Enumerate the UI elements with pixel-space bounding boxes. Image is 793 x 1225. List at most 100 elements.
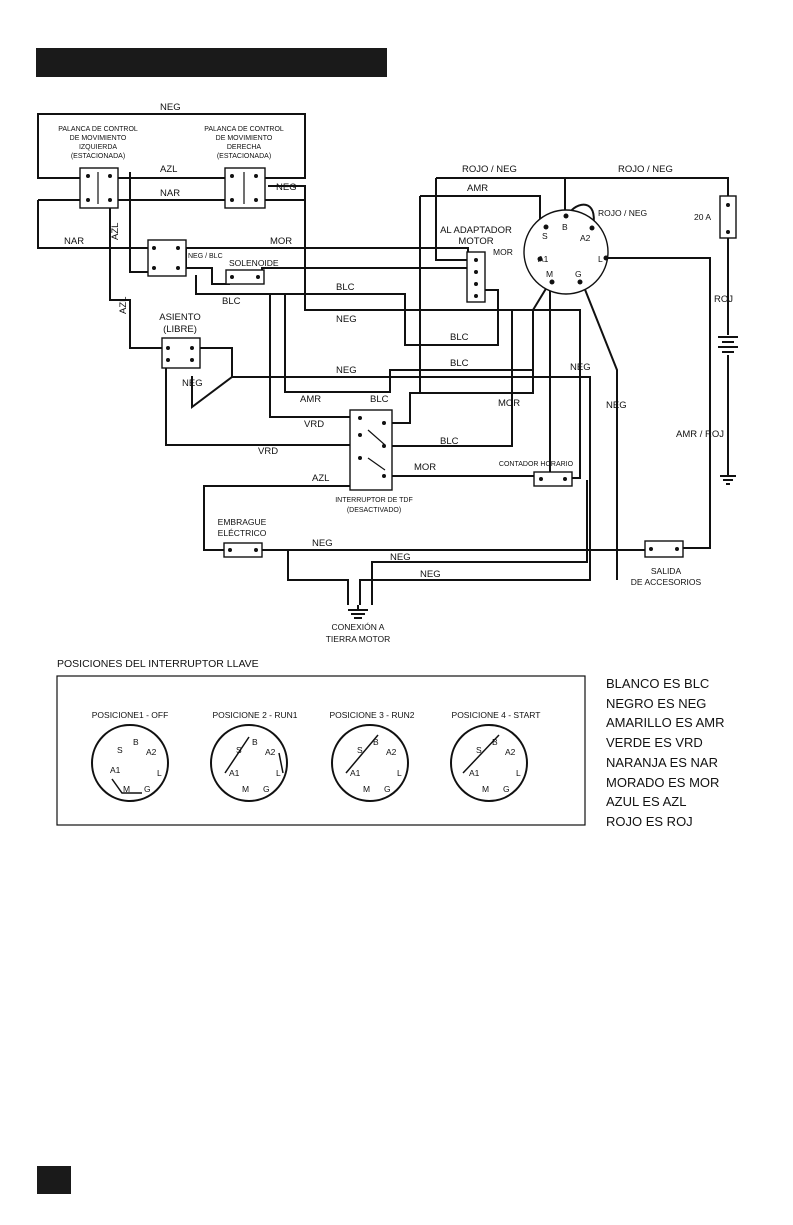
embrague-box	[223, 542, 263, 558]
svg-text:DE MOVIMIENTO: DE MOVIMIENTO	[70, 135, 127, 142]
wire-neg-right	[268, 185, 581, 465]
label-vrd: VRD	[304, 419, 324, 430]
label-vrd: VRD	[258, 446, 278, 457]
tierra-label: CONEXIÓN A	[332, 622, 385, 632]
legend-item: NEGRO ES NEG	[606, 695, 707, 711]
key-switch-circle	[523, 209, 609, 295]
label-azl: AZL	[118, 297, 129, 314]
label-rojo-neg: ROJO / NEG	[598, 208, 647, 218]
label-nar: NAR	[64, 236, 84, 247]
ground-icon	[348, 605, 368, 619]
label-nar: NAR	[160, 188, 180, 199]
svg-text:A1: A1	[350, 768, 361, 778]
key-position-4-title: POSICIONE 4 - START	[452, 710, 541, 720]
svg-text:B: B	[492, 737, 498, 747]
adaptador-box	[466, 251, 486, 303]
color-legend: BLANCO ES BLC NEGRO ES NEG AMARILLO ES A…	[606, 674, 724, 832]
svg-text:S: S	[117, 745, 123, 755]
svg-text:A2: A2	[265, 747, 276, 757]
svg-text:M: M	[482, 784, 489, 794]
fusible-label: 20 A	[694, 212, 711, 222]
wire-contador	[570, 465, 581, 479]
svg-text:(LIBRE): (LIBRE)	[163, 324, 197, 335]
label-blc: BLC	[440, 436, 459, 447]
svg-text:B: B	[133, 737, 139, 747]
svg-text:M: M	[123, 784, 130, 794]
svg-text:L: L	[276, 768, 281, 778]
legend-item: AMARILLO ES AMR	[606, 715, 725, 731]
wire-blc-3	[392, 310, 513, 447]
solenoide-label: SOLENOIDE	[229, 258, 279, 268]
asiento-label: ASIENTO	[159, 312, 201, 323]
label-amr: AMR	[467, 183, 488, 194]
svg-text:DE MOVIMIENTO: DE MOVIMIENTO	[216, 135, 273, 142]
wire-solenoid-top	[261, 267, 470, 276]
wire-neg-top	[37, 113, 306, 179]
contador-box	[533, 471, 573, 487]
palanca-der-switch	[224, 167, 266, 209]
label-mor: MOR	[414, 462, 436, 473]
wire-amr	[284, 281, 551, 393]
salida-label: SALIDA	[651, 566, 682, 576]
svg-text:G: G	[575, 269, 582, 279]
key-positions-title: POSICIONES DEL INTERRUPTOR LLAVE	[57, 658, 259, 670]
label-rojo-neg: ROJO / NEG	[618, 164, 673, 175]
wire-azl-2	[109, 172, 166, 349]
svg-text:L: L	[598, 254, 603, 264]
asiento-box	[161, 337, 201, 369]
label-neg: NEG	[606, 400, 627, 411]
svg-text:DERECHA: DERECHA	[227, 144, 262, 151]
wire-amr-s	[420, 195, 541, 228]
label-neg: NEG	[420, 569, 441, 580]
key-switch-terminal-labels: S B A2 A1 L M G	[538, 222, 603, 279]
label-blc: BLC	[222, 296, 241, 307]
wire-asiento-right	[198, 347, 233, 377]
svg-text:G: G	[384, 784, 391, 794]
palanca-contacts	[97, 172, 245, 204]
label-blc: BLC	[370, 394, 389, 405]
svg-text:(DESACTIVADO): (DESACTIVADO)	[347, 507, 401, 514]
wire-neg-g	[581, 281, 618, 580]
label-neg: NEG	[182, 378, 203, 389]
label-azl: AZL	[110, 223, 121, 240]
label-blc: BLC	[450, 332, 469, 343]
svg-text:A2: A2	[386, 747, 397, 757]
key-positions-panel	[56, 675, 586, 826]
fuse-box	[719, 195, 737, 239]
label-amr-roj: AMR / ROJ	[676, 429, 724, 440]
svg-text:S: S	[542, 231, 548, 241]
header-bar	[36, 48, 387, 77]
label-neg: NEG	[312, 538, 333, 549]
label-blc: BLC	[450, 358, 469, 369]
legend-item: MORADO ES MOR	[606, 774, 720, 790]
svg-text:DE ACCESORIOS: DE ACCESORIOS	[631, 577, 702, 587]
label-neg: NEG	[160, 102, 181, 113]
svg-text:A1: A1	[538, 254, 549, 264]
label-neg: NEG	[570, 362, 591, 373]
salida-box	[644, 540, 684, 558]
svg-text:MOTOR: MOTOR	[458, 236, 493, 247]
label-neg: NEG	[336, 314, 357, 325]
label-roj: ROJ	[714, 294, 733, 305]
svg-text:M: M	[363, 784, 370, 794]
wires	[37, 113, 729, 605]
svg-text:ELÉCTRICO: ELÉCTRICO	[218, 528, 267, 538]
key-position-1-title: POSICIONE1 - OFF	[92, 710, 169, 720]
svg-text:(ESTACIONADA): (ESTACIONADA)	[71, 153, 125, 160]
svg-text:(ESTACIONADA): (ESTACIONADA)	[217, 153, 271, 160]
wire-azl-embrague	[203, 485, 355, 551]
label-azl: AZL	[312, 473, 329, 484]
relay-switch	[147, 239, 187, 277]
adaptador-label: AL ADAPTADOR	[440, 225, 512, 236]
label-blc: BLC	[336, 282, 355, 293]
palanca-izq-label: PALANCA DE CONTROL	[58, 126, 138, 133]
label-neg: NEG	[336, 365, 357, 376]
legend-item: VERDE ES VRD	[606, 735, 703, 751]
key-position-2-title: POSICIONE 2 - RUN1	[212, 710, 297, 720]
key-position-1: POSICIONE1 - OFF S B A2 A1 L M G	[91, 710, 169, 802]
wire-neg-ground-1	[287, 550, 349, 605]
svg-text:B: B	[562, 222, 568, 232]
legend-item: BLANCO ES BLC	[606, 676, 710, 691]
wire-vrd-1	[269, 294, 355, 418]
